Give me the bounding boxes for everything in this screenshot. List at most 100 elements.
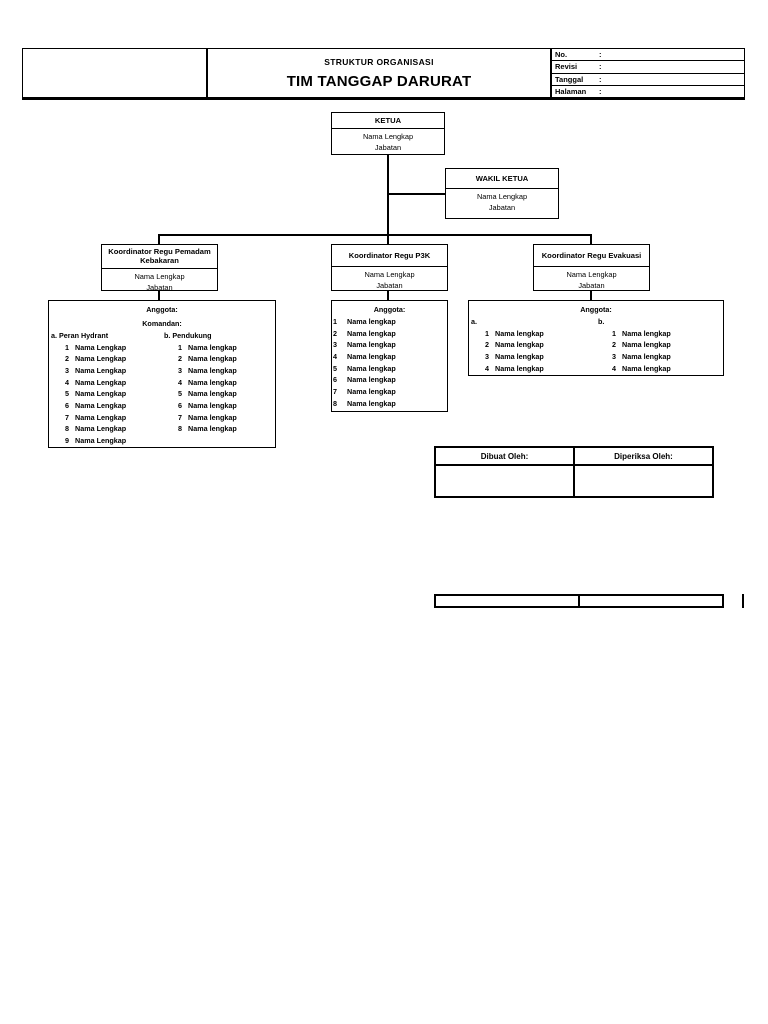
node-koordinator-evakuasi-name: Nama Lengkap [566,270,617,280]
header-subtitle: STRUKTUR ORGANISASI [324,57,434,68]
meta-row-no: No. : [552,49,744,62]
item-number: 2 [612,340,616,350]
item-name: Nama Lengkap [75,354,127,364]
node-wakil-ketua-position: Jabatan [488,203,516,213]
members-box-p3k: Anggota: 1 Nama lengkap 2 Nama lengkap 3… [331,300,448,412]
meta-row-tanggal: Tanggal : [552,74,744,86]
node-ketua-name: Nama Lengkap [362,132,414,142]
item-name: Nama Lengkap [75,401,127,411]
item-number: 9 [65,436,69,446]
signature-checked-by-label: Diperiksa Oleh: [614,451,673,461]
list-item: 7 Nama lengkap [332,386,447,398]
item-number: 4 [485,363,489,373]
members-pemadam-column-a: a. Peran Hydrant 1 Nama Lengkap 2 Nama L… [49,330,162,446]
signature-made-by-field[interactable] [436,466,575,496]
node-koordinator-evakuasi: Koordinator Regu Evakuasi Nama Lengkap J… [533,244,650,291]
meta-colon-halaman: : [599,86,602,96]
document-header-table: STRUKTUR ORGANISASI TIM TANGGAP DARURAT … [22,48,745,100]
signature-header-row: Dibuat Oleh: Diperiksa Oleh: [436,448,712,466]
item-number: 5 [178,389,182,399]
list-item: 5 Nama lengkap [332,363,447,375]
members-pemadam-heading: Anggota: [146,305,178,314]
page-title: TIM TANGGAP DARURAT [286,73,472,91]
signature-table: Dibuat Oleh: Diperiksa Oleh: [434,446,714,498]
meta-label-revisi: Revisi [555,62,578,72]
item-number: 7 [333,387,337,397]
node-koordinator-p3k-body: Nama Lengkap Jabatan [332,267,447,294]
item-name: Nama lengkap [495,340,544,350]
meta-label-halaman: Halaman [555,86,587,96]
signature-body-row [436,466,712,496]
list-item: 4 Nama lengkap [596,363,723,375]
meta-row-revisi: Revisi : [552,61,744,74]
item-number: 3 [485,351,489,361]
item-number: 6 [333,375,337,385]
item-number: 3 [178,366,182,376]
list-item: 2 Nama Lengkap [49,353,162,365]
item-name: Nama lengkap [347,375,396,385]
item-number: 2 [65,354,69,364]
item-name: Nama lengkap [188,401,237,411]
item-name: Nama lengkap [622,363,671,373]
item-number: 1 [485,328,489,338]
item-number: 8 [178,424,182,434]
node-koordinator-evakuasi-title: Koordinator Regu Evakuasi [534,245,649,268]
item-number: 4 [612,363,616,373]
meta-colon-no: : [599,50,602,60]
item-name: Nama lengkap [188,412,237,422]
item-number: 7 [65,412,69,422]
list-item: 1 Nama lengkap [332,316,447,328]
item-number: 3 [65,366,69,376]
item-number: 8 [65,424,69,434]
connector-pemadam-members [158,290,161,301]
item-number: 3 [612,351,616,361]
node-wakil-ketua-body: Nama Lengkap Jabatan [446,189,558,216]
header-title-cell: STRUKTUR ORGANISASI TIM TANGGAP DARURAT [208,49,552,97]
node-wakil-ketua-name: Nama Lengkap [476,192,528,202]
meta-label-no: No. [555,50,568,60]
header-meta-cell: No. : Revisi : Tanggal : Halaman : [552,49,744,97]
signature-made-by-label: Dibuat Oleh: [436,448,575,464]
list-item: 4 Nama lengkap [162,377,275,389]
item-name: Nama lengkap [347,387,396,397]
node-koordinator-pemadam-title: Koordinator Regu Pemadam Kebakaran [102,245,217,269]
list-item: 1 Nama lengkap [162,342,275,354]
connector-drop-pemadam [158,234,161,244]
node-koordinator-pemadam-name: Nama Lengkap [134,271,185,281]
item-number: 5 [65,389,69,399]
node-koordinator-p3k-position: Jabatan [376,281,403,291]
node-wakil-ketua: WAKIL KETUA Nama Lengkap Jabatan [445,168,559,219]
members-p3k-heading: Anggota: [373,305,406,314]
bottom-empty-table [434,594,724,608]
item-number: 2 [333,328,337,338]
node-koordinator-p3k-name: Nama Lengkap [364,270,415,280]
item-name: Nama Lengkap [75,377,127,387]
list-item: 4 Nama lengkap [469,363,596,375]
node-ketua-position: Jabatan [374,143,402,153]
meta-colon-revisi: : [599,62,602,72]
list-item: 4 Nama lengkap [332,351,447,363]
node-ketua-title: KETUA [332,113,444,130]
item-name: Nama lengkap [495,363,544,373]
connector-p3k-members [387,290,390,301]
signature-checked-by-field[interactable] [575,466,712,496]
connector-coordinator-bus [158,234,592,237]
item-name: Nama lengkap [622,328,671,338]
node-koordinator-evakuasi-body: Nama Lengkap Jabatan [534,267,649,294]
item-name: Nama Lengkap [75,436,127,446]
item-name: Nama Lengkap [75,389,127,399]
item-name: Nama lengkap [347,328,396,338]
item-name: Nama lengkap [622,351,671,361]
item-number: 1 [333,317,337,327]
item-name: Nama Lengkap [75,342,127,352]
list-item: 6 Nama Lengkap [49,400,162,412]
item-name: Nama lengkap [347,340,396,350]
list-item: 6 Nama lengkap [162,400,275,412]
members-pemadam-column-a-label: a. Peran Hydrant [51,331,109,341]
list-item: 7 Nama Lengkap [49,412,162,424]
connector-drop-p3k [387,234,390,244]
header-logo-cell [23,49,208,97]
list-item: 3 Nama lengkap [162,365,275,377]
list-item: 3 Nama lengkap [596,351,723,363]
